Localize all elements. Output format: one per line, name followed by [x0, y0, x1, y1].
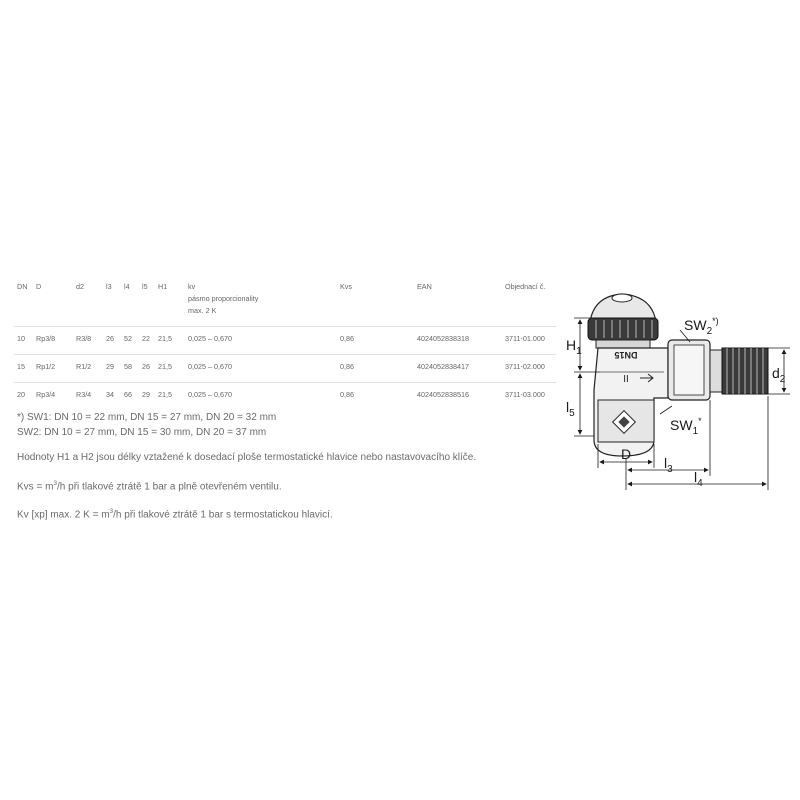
cell-kv: 0,025 – 0,670 — [188, 390, 232, 399]
cell-ean: 4024052838516 — [417, 390, 469, 399]
cell-dn: 10 — [17, 334, 25, 343]
pipe-thread-icon — [721, 347, 769, 395]
cell-h1: 21,5 — [158, 334, 172, 343]
cell-l4: 66 — [124, 390, 132, 399]
cell-d: Rp3/4 — [36, 390, 56, 399]
cell-d: Rp1/2 — [36, 362, 56, 371]
l3-label: l3 — [664, 455, 673, 475]
cell-l3: 29 — [106, 362, 114, 371]
header-kv-max: max. 2 K — [188, 306, 217, 315]
cell-kv: 0,025 – 0,670 — [188, 334, 232, 343]
cell-dn: 20 — [17, 390, 25, 399]
cell-order: 3711-01.000 — [505, 334, 545, 343]
kvs-note: Kvs = m3/h při tlakové ztrátě 1 bar a pl… — [17, 478, 282, 493]
d-label: D — [621, 446, 631, 462]
header-ean: EAN — [417, 282, 432, 291]
kvs-note-sup: 3 — [53, 480, 58, 487]
h1-label: H1 — [566, 337, 582, 357]
kvs-note-prefix: Kvs = m — [17, 481, 54, 493]
sw2-label: SW2*) — [684, 316, 719, 337]
kv-note-suffix: /h při tlakové ztrátě 1 bar s termostati… — [113, 509, 333, 521]
header-kv-range: pásmo proporcionality — [188, 294, 259, 303]
header-dn: DN — [17, 282, 28, 291]
cell-d2: R3/4 — [76, 390, 92, 399]
cell-l4: 58 — [124, 362, 132, 371]
kv-note-prefix: Kv [xp] max. 2 K = m — [17, 509, 110, 521]
row-divider — [14, 354, 556, 355]
cell-ean: 4024052838417 — [417, 362, 469, 371]
body-num: II — [623, 374, 629, 385]
cell-l3: 34 — [106, 390, 114, 399]
valve-body-icon: DN15 II — [593, 347, 669, 457]
cell-l5: 29 — [142, 390, 150, 399]
coupling-nut-icon — [667, 339, 723, 401]
cell-kv: 0,025 – 0,670 — [188, 362, 232, 371]
cell-d2: R1/2 — [76, 362, 92, 371]
sw1-label: SW1* — [670, 416, 702, 437]
valve-drawing: DN15 II — [566, 293, 790, 490]
cell-kvs: 0,86 — [340, 390, 354, 399]
cell-l3: 26 — [106, 334, 114, 343]
header-kvs: Kvs — [340, 282, 352, 291]
cell-l5: 22 — [142, 334, 150, 343]
cell-order: 3711-02.000 — [505, 362, 545, 371]
cell-d: Rp3/8 — [36, 334, 56, 343]
cell-dn: 15 — [17, 362, 25, 371]
sw2-note: SW2: DN 10 = 27 mm, DN 15 = 30 mm, DN 20… — [17, 427, 267, 438]
header-l3: l3 — [106, 282, 112, 291]
header-d2: d2 — [76, 282, 84, 291]
valve-head-icon — [587, 293, 659, 349]
cell-order: 3711-03.000 — [505, 390, 545, 399]
cell-l4: 52 — [124, 334, 132, 343]
kvs-note-suffix: /h při tlakové ztrátě 1 bar a plně otevř… — [57, 481, 282, 493]
sw1-note: *) SW1: DN 10 = 22 mm, DN 15 = 27 mm, DN… — [17, 412, 277, 423]
cell-ean: 4024052838318 — [417, 334, 469, 343]
header-d: D — [36, 282, 42, 291]
kv-note: Kv [xp] max. 2 K = m3/h při tlakové ztrá… — [17, 506, 333, 521]
cell-d2: R3/8 — [76, 334, 92, 343]
logo-icon — [611, 409, 637, 435]
header-h1: H1 — [158, 282, 168, 291]
cell-kvs: 0,86 — [340, 362, 354, 371]
cell-h1: 21,5 — [158, 362, 172, 371]
header-l4: l4 — [124, 282, 130, 291]
d2-label: d2 — [772, 365, 786, 385]
header-l5: l5 — [142, 282, 148, 291]
header-kv: kv — [188, 282, 196, 291]
kv-note-sup: 3 — [109, 508, 114, 515]
body-mark: DN15 — [614, 350, 637, 360]
h-note: Hodnoty H1 a H2 jsou délky vztažené k do… — [17, 452, 477, 463]
header-order: Objednací č. — [505, 282, 546, 291]
cell-l5: 26 — [142, 362, 150, 371]
dimension-lines — [574, 317, 790, 490]
cell-kvs: 0,86 — [340, 334, 354, 343]
row-divider — [14, 326, 556, 327]
l4-label: l4 — [694, 469, 703, 489]
l5-label: l5 — [566, 399, 575, 419]
cell-h1: 21,5 — [158, 390, 172, 399]
row-divider — [14, 382, 556, 383]
